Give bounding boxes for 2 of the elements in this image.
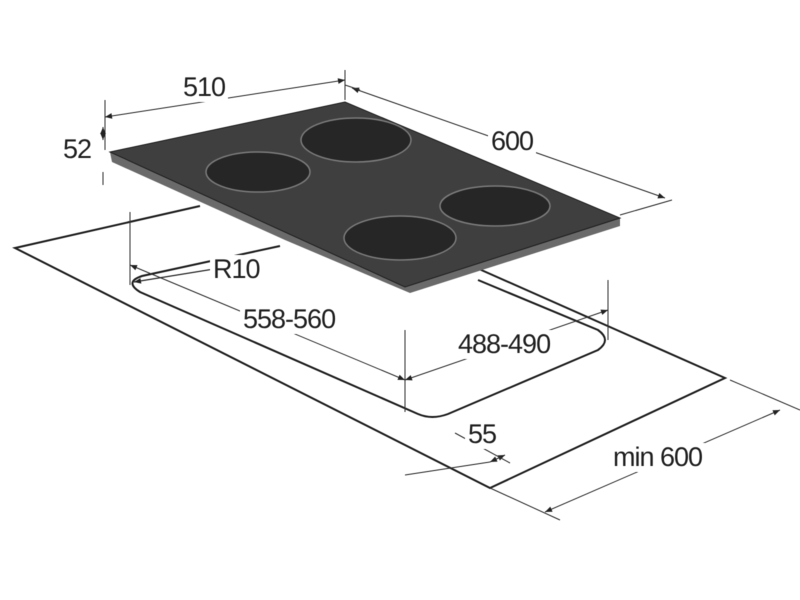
cutout-outline [132, 245, 606, 418]
leader-line [134, 268, 212, 284]
